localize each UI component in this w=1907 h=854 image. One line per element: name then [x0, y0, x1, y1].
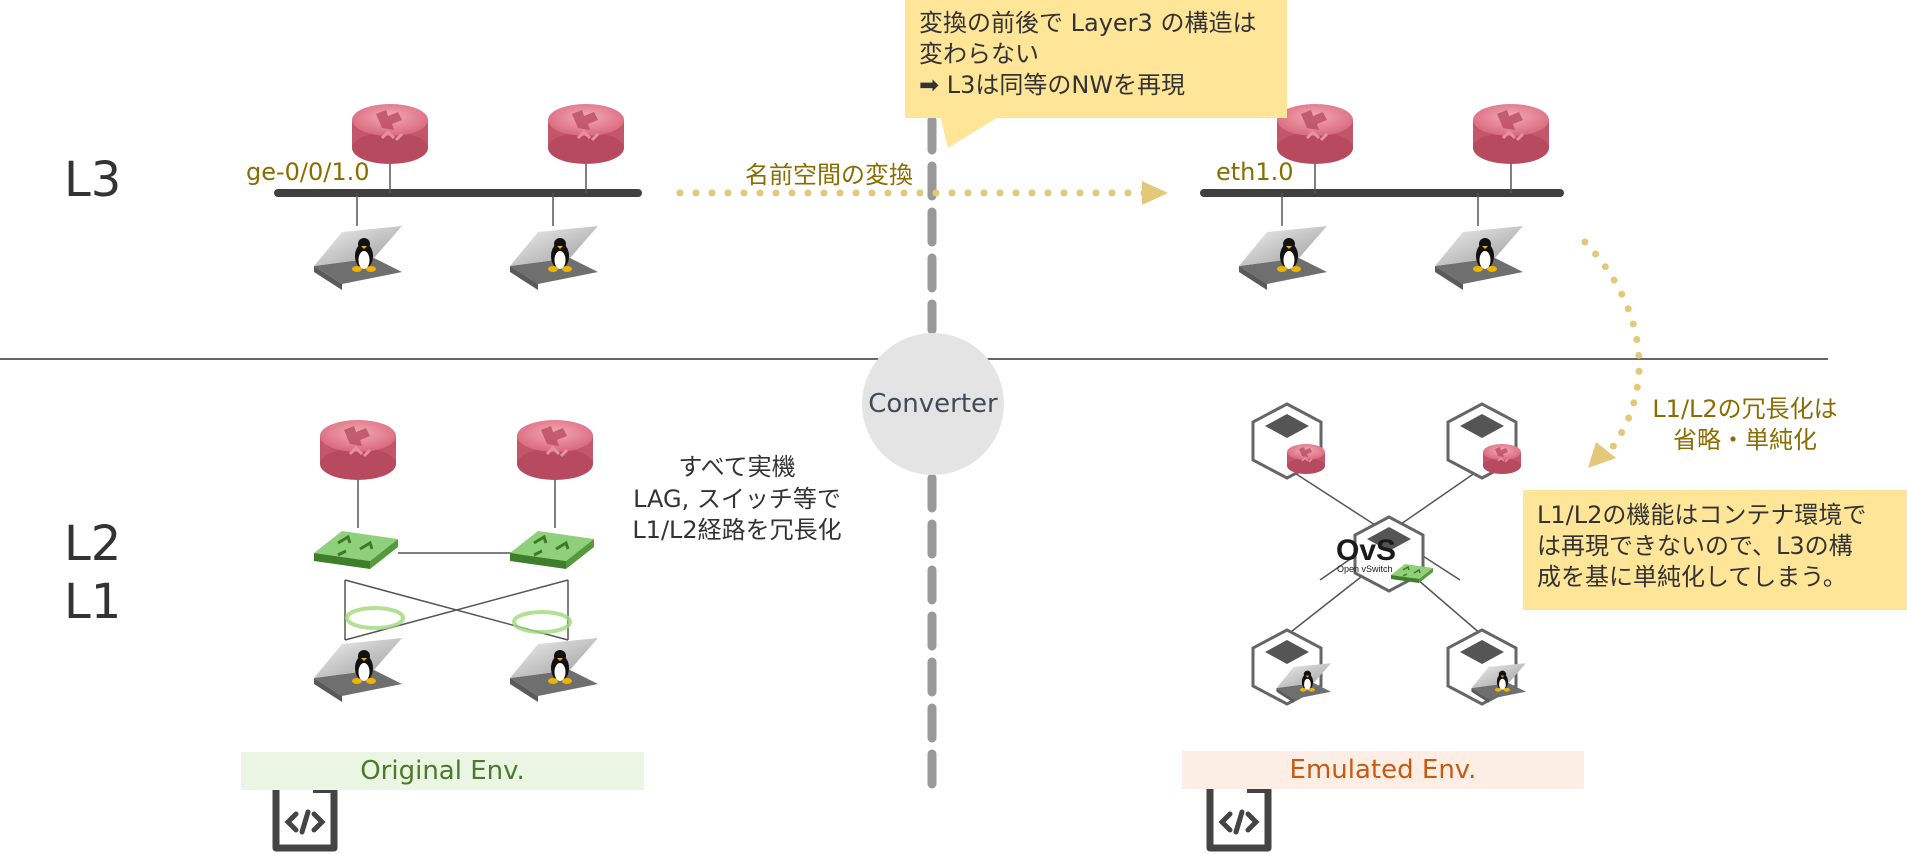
description-line: LAG, スイッチ等で — [633, 484, 841, 513]
redundancy-note: L1/L2の冗長化は 省略・単純化 — [1630, 394, 1860, 456]
router-icon — [350, 102, 430, 166]
l2-emulated-network: OvS Open vSwitch — [1251, 402, 1526, 706]
callout-line: ➡ L3は同等のNWを再現 — [919, 71, 1186, 100]
l2-switch-icon — [508, 529, 596, 571]
lag-bundle-icon — [345, 606, 405, 630]
l2-original-network — [312, 418, 598, 702]
emulated-env-label: Emulated Env. — [1182, 751, 1584, 789]
callout-l3-structure: 変換の前後で Layer3 の構造は 変わらない ➡ L3は同等のNWを再現 — [905, 0, 1287, 118]
converter-node: Converter — [862, 333, 1004, 475]
lag-bundle-icon — [512, 610, 572, 634]
linux-server-icon — [314, 226, 402, 290]
callout-container-limitation: L1/L2の機能はコンテナ環境で は再現できないので、L3の構 成を基に単純化し… — [1523, 490, 1907, 610]
router-icon — [1482, 443, 1522, 475]
callout-line: 変わらない — [919, 40, 1039, 69]
callout-pointer — [940, 116, 1000, 148]
l3-original-network — [274, 102, 642, 290]
router-icon — [318, 418, 398, 482]
linux-server-icon — [510, 226, 598, 290]
layer-label-l1: L1 — [64, 574, 122, 630]
router-icon — [515, 418, 595, 482]
layer-label-l3: L3 — [64, 152, 122, 208]
linux-server-icon — [314, 638, 402, 702]
router-icon — [1471, 102, 1551, 166]
original-description: すべて実機 LAG, スイッチ等で L1/L2経路を冗長化 — [612, 452, 862, 547]
router-icon — [1275, 102, 1355, 166]
linux-server-icon — [1435, 226, 1523, 290]
layer-label-l2: L2 — [64, 516, 122, 572]
note-line: 省略・単純化 — [1673, 426, 1817, 455]
linux-server-icon — [510, 638, 598, 702]
linux-server-icon — [1239, 226, 1327, 290]
arrow-head-icon — [1588, 442, 1616, 468]
emulated-interface-label: eth1.0 — [1216, 158, 1294, 186]
ovs-logo-icon: OvS — [1336, 534, 1396, 567]
l2-switch-icon — [312, 529, 400, 571]
description-line: L1/L2経路を冗長化 — [632, 516, 842, 545]
original-interface-label: ge-0/0/1.0 — [246, 158, 370, 186]
ovs-logo-subtext: Open vSwitch — [1337, 564, 1393, 574]
description-line: すべて実機 — [678, 453, 796, 481]
simplification-arrow — [1581, 238, 1643, 452]
arrow-head-icon — [1142, 181, 1168, 205]
l3-emulated-network — [1200, 102, 1564, 290]
callout-line: は再現できないので、L3の構 — [1537, 532, 1853, 561]
router-icon — [546, 102, 626, 166]
callout-line: L1/L2の機能はコンテナ環境で — [1537, 501, 1867, 529]
namespace-conversion-label: 名前空間の変換 — [745, 161, 913, 189]
callout-line: 成を基に単純化してしまう。 — [1537, 563, 1847, 592]
note-line: L1/L2の冗長化は — [1652, 395, 1838, 423]
callout-line: 変換の前後で Layer3 の構造は — [919, 9, 1257, 37]
original-env-label: Original Env. — [241, 752, 644, 790]
router-icon — [1286, 443, 1326, 475]
